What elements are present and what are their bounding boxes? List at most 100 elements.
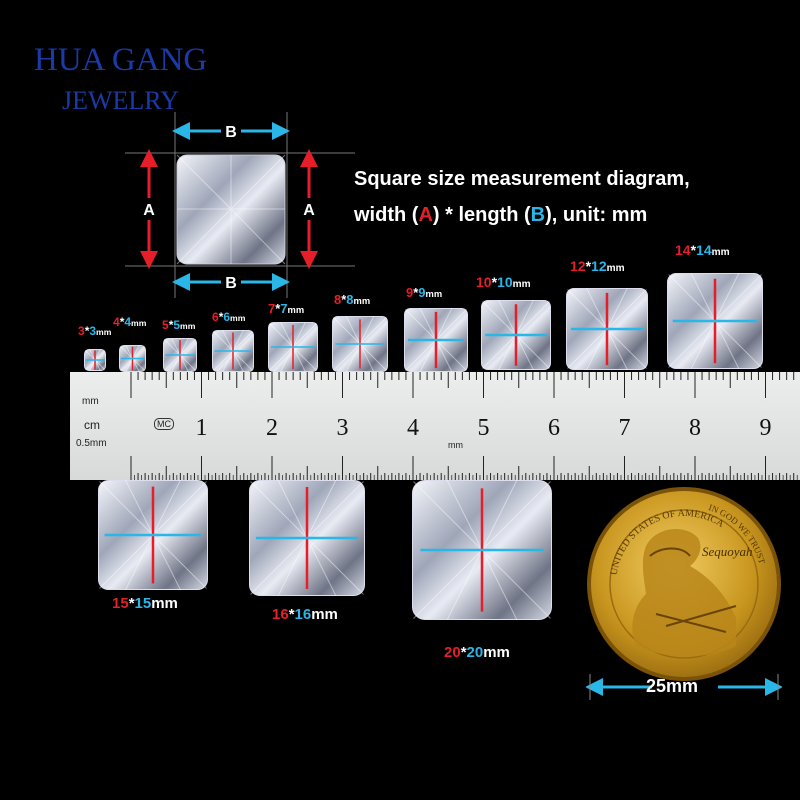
- size-unit: mm: [180, 321, 196, 331]
- coin-measure-arrow: [586, 674, 782, 700]
- size-separator: *: [690, 242, 697, 258]
- size-separator: *: [275, 301, 281, 316]
- size-width-value: 6: [212, 310, 219, 324]
- size-length-value: 14: [696, 242, 712, 258]
- size-unit: mm: [311, 606, 338, 623]
- gem-3mm: [84, 349, 106, 371]
- size-unit: mm: [96, 327, 112, 337]
- size-width-value: 15: [112, 595, 129, 612]
- ruler-mc-mark: MC: [154, 418, 174, 430]
- size-separator: *: [128, 595, 135, 612]
- size-width-value: 5: [162, 318, 169, 332]
- size-unit: mm: [353, 296, 371, 306]
- size-width-value: 3: [78, 324, 85, 338]
- size-label-3mm: 3*3mm: [78, 324, 111, 338]
- size-width-value: 8: [334, 292, 342, 307]
- brand-subtitle: JEWELRY: [62, 86, 179, 115]
- size-length-value: 15: [134, 595, 152, 612]
- size-label-10mm: 10*10mm: [476, 274, 531, 290]
- size-width-value: 7: [268, 301, 276, 316]
- coin-name: Sequoyah: [702, 544, 753, 559]
- label-a-left: A: [143, 202, 155, 219]
- label-b-top: B: [225, 124, 237, 141]
- coin-image: UNITED STATES OF AMERICA IN GOD WE TRUST…: [587, 487, 781, 681]
- size-label-6mm: 6*6mm: [212, 310, 245, 324]
- size-unit: mm: [606, 263, 625, 274]
- gem-7mm: [268, 322, 318, 372]
- size-label-5mm: 5*5mm: [162, 318, 195, 332]
- size-label-15mm: 15*15mm: [112, 595, 178, 612]
- size-length-value: 5: [173, 318, 181, 332]
- ruler-mid-mm: mm: [448, 440, 463, 450]
- gem-10mm: [481, 300, 551, 370]
- gem-5mm: [163, 338, 197, 372]
- size-separator: *: [585, 258, 592, 274]
- ruler-number-8: 8: [689, 415, 701, 441]
- caption-line2: width (A) * length (B), unit: mm: [354, 204, 647, 227]
- size-label-8mm: 8*8mm: [334, 292, 370, 307]
- gem-9mm: [404, 308, 468, 372]
- size-width-value: 14: [675, 242, 691, 258]
- ruler-number-5: 5: [478, 415, 490, 441]
- size-separator: *: [84, 324, 90, 338]
- size-length-value: 10: [497, 274, 513, 290]
- ruler-number-4: 4: [407, 415, 419, 441]
- caption-b-letter: B: [530, 204, 546, 226]
- size-length-value: 16: [294, 606, 312, 623]
- ruler-unit-cm: cm: [84, 418, 100, 432]
- coin-measure-label: 25mm: [646, 676, 699, 696]
- size-label-12mm: 12*12mm: [570, 258, 625, 274]
- size-unit: mm: [131, 318, 147, 328]
- ruler-unit-half: 0.5mm: [76, 438, 107, 449]
- ruler-scale: 12345678910: [130, 372, 798, 480]
- label-a-right: A: [303, 202, 315, 219]
- gem-14mm: [667, 273, 763, 369]
- size-length-value: 9: [418, 285, 426, 300]
- size-length-value: 3: [89, 324, 97, 338]
- size-separator: *: [341, 292, 347, 307]
- caption-a-letter: A: [418, 204, 433, 226]
- size-separator: *: [491, 274, 498, 290]
- size-length-value: 7: [280, 301, 288, 316]
- brand-name: HUA GANG: [34, 42, 208, 78]
- size-length-value: 4: [124, 315, 132, 329]
- caption-width-text: width (: [354, 204, 419, 226]
- gem-16mm: [249, 480, 365, 596]
- gem-4mm: [119, 345, 146, 372]
- size-length-value: 8: [346, 292, 354, 307]
- caption-line1: Square size measurement diagram,: [354, 168, 690, 190]
- size-unit: mm: [287, 305, 305, 315]
- size-length-value: 12: [591, 258, 607, 274]
- size-label-20mm: 20*20mm: [444, 644, 510, 661]
- ruler-number-9: 9: [760, 415, 772, 441]
- ruler-number-6: 6: [548, 415, 560, 441]
- size-separator: *: [413, 285, 419, 300]
- gem-12mm: [566, 288, 648, 370]
- size-separator: *: [460, 644, 467, 661]
- size-length-value: 6: [223, 310, 231, 324]
- gem-8mm: [332, 316, 388, 372]
- size-unit: mm: [711, 247, 730, 258]
- gem-6mm: [212, 330, 254, 372]
- ruler-number-3: 3: [337, 415, 349, 441]
- ruler-number-2: 2: [266, 415, 278, 441]
- label-b-bottom: B: [225, 275, 237, 292]
- size-width-value: 10: [476, 274, 492, 290]
- size-width-value: 12: [570, 258, 586, 274]
- size-separator: *: [168, 318, 174, 332]
- size-width-value: 16: [272, 606, 289, 623]
- ruler-unit-mm: mm: [82, 396, 99, 407]
- size-label-4mm: 4*4mm: [113, 315, 146, 329]
- ruler: 12345678910 mm cm 0.5mm MC mm: [70, 372, 800, 480]
- size-label-14mm: 14*14mm: [675, 242, 730, 258]
- size-unit: mm: [230, 313, 246, 323]
- size-label-7mm: 7*7mm: [268, 301, 304, 316]
- caption-unit-text: ), unit: mm: [545, 204, 648, 226]
- size-separator: *: [119, 315, 125, 329]
- size-length-value: 20: [466, 644, 484, 661]
- size-separator: *: [288, 606, 295, 623]
- size-width-value: 20: [444, 644, 461, 661]
- gem-20mm: [412, 480, 552, 620]
- size-label-9mm: 9*9mm: [406, 285, 442, 300]
- measurement-diagram: B B A A: [125, 112, 355, 298]
